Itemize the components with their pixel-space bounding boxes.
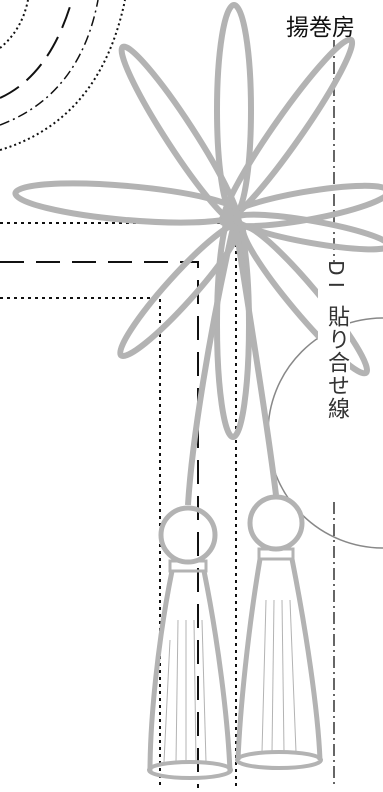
left-dotted-guide [0, 297, 161, 788]
right-tassel-bead [247, 494, 305, 552]
right-tassel [235, 494, 323, 770]
diagram-title: 揚巻房 [286, 15, 355, 41]
right-tassel-body [235, 558, 323, 761]
inner-dashed-arc [0, 0, 73, 99]
left-tassel-body [147, 570, 233, 773]
left-tassel-bead [158, 505, 218, 565]
middle-dashdot-arc [0, 0, 99, 126]
left-cord [185, 227, 236, 506]
fold-mark: D I [323, 260, 348, 288]
knot-petal [12, 180, 242, 226]
left-tassel [147, 505, 233, 780]
dashed-guide-line [0, 261, 199, 788]
knot-petal [232, 211, 383, 253]
agemaki-knot [12, 2, 383, 440]
right-tassel-band [257, 547, 295, 561]
left-tassel-bottom [147, 760, 233, 780]
outer-dotted-arc [0, 0, 126, 151]
innermost-dotted-arc [0, 0, 29, 49]
right-cord [233, 227, 279, 496]
knot-petal [220, 36, 356, 224]
tassel-cords [185, 227, 279, 506]
left-tassel-band [168, 559, 208, 573]
label-backdrop [318, 262, 350, 502]
fold-line-label: 貼り合せ線 [324, 305, 349, 420]
right-tassel-bottom [235, 750, 323, 770]
